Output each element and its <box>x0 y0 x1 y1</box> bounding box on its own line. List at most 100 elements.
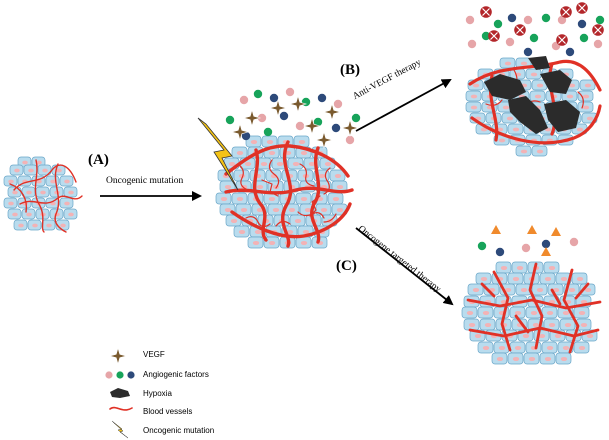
cell-nucleus <box>474 333 482 339</box>
angiogenic-factor <box>333 99 343 109</box>
vegf-icon <box>322 102 342 122</box>
cell-nucleus <box>548 265 556 271</box>
angiogenic-factor <box>465 15 475 25</box>
blood-vessel <box>480 282 496 298</box>
blood-vessel <box>468 59 602 92</box>
cell-nucleus <box>580 322 588 328</box>
arrow-c <box>355 227 454 306</box>
blood-vessel <box>528 262 544 350</box>
cell-nucleus <box>520 149 528 154</box>
legend-label-mutation: Oncogenic mutation <box>143 426 215 435</box>
blood-vessel <box>550 288 562 306</box>
cell-nucleus <box>500 265 508 271</box>
cell-nucleus <box>532 322 540 328</box>
cell-nucleus <box>26 190 32 195</box>
angiogenic-factor <box>269 93 279 103</box>
vegf-icon <box>268 98 288 118</box>
cell-nucleus <box>496 127 504 132</box>
cell-nucleus <box>244 161 252 167</box>
vegf-icon <box>288 94 308 114</box>
blood-vessel <box>268 159 280 189</box>
cell-nucleus <box>480 127 488 132</box>
vegf-icon <box>314 130 334 150</box>
blood-vessel-icon <box>109 406 133 411</box>
cell-nucleus <box>480 276 488 282</box>
cell-nucleus <box>300 150 308 156</box>
cell-nucleus <box>576 127 584 132</box>
cell-nucleus <box>50 179 56 184</box>
cell-nucleus <box>514 345 522 351</box>
cell-nucleus <box>544 356 552 362</box>
cell-nucleus <box>472 83 480 88</box>
blood-vessel <box>9 183 28 213</box>
cell-nucleus <box>502 105 510 110</box>
blood-vessels-vascularized-tumor <box>224 140 354 248</box>
angiogenic-factor <box>116 371 124 379</box>
cell-nucleus <box>18 223 24 228</box>
cell-nucleus <box>548 322 556 328</box>
cell-nucleus <box>568 287 576 293</box>
angiogenic-factor <box>507 13 517 23</box>
cell-nucleus <box>300 240 308 246</box>
cell-nucleus <box>466 310 474 316</box>
step-c-label: (C) <box>336 258 357 274</box>
cell-nucleus <box>580 299 588 305</box>
cell-nucleus <box>498 138 506 143</box>
cell-nucleus <box>8 179 14 184</box>
angiogenic-factor <box>541 13 551 23</box>
blood-vessel <box>309 195 321 217</box>
cell-nucleus <box>8 201 14 206</box>
vegf-inhibitor-icon <box>480 6 492 18</box>
legend-label-hypoxia: Hypoxia <box>143 389 172 398</box>
vegf-icon <box>108 346 128 366</box>
cell-nucleus <box>224 207 232 213</box>
cell-nucleus <box>470 105 478 110</box>
blood-vessel <box>252 148 268 242</box>
cell-nucleus <box>64 179 70 184</box>
oncogenic-mutation-bolt-icon <box>197 117 239 191</box>
angiogenic-factor <box>495 247 505 257</box>
cell-nucleus <box>60 223 66 228</box>
hypoxia-regions <box>484 56 580 134</box>
cell-nucleus <box>268 196 276 202</box>
cell-nucleus <box>68 212 74 217</box>
cell-nucleus <box>12 212 18 217</box>
blood-vessel <box>466 298 602 310</box>
legend-label-vessels: Blood vessels <box>143 407 193 416</box>
cell-nucleus <box>544 276 552 282</box>
cell-nucleus <box>260 161 268 167</box>
lightning-bolt <box>197 117 239 191</box>
cell-nucleus <box>268 240 276 246</box>
angiogenic-factor <box>225 115 235 125</box>
normalized-tumor <box>461 261 598 365</box>
cell-nucleus <box>276 161 284 167</box>
cell-nucleus <box>512 127 520 132</box>
blood-vessel <box>514 314 530 334</box>
hypoxia-region <box>508 96 548 134</box>
vegf-icon <box>302 116 322 136</box>
residual-factor <box>551 227 561 236</box>
cell-nucleus <box>520 287 528 293</box>
cell-nucleus <box>582 94 590 99</box>
angiogenic-factor <box>529 33 539 43</box>
angiogenic-factor <box>239 95 249 105</box>
cell-nucleus <box>504 61 512 66</box>
cell-nucleus <box>236 150 244 156</box>
residual-factor <box>541 247 551 256</box>
cell-nucleus <box>42 168 48 173</box>
cell-nucleus <box>516 265 524 271</box>
cell-nucleus <box>504 287 512 293</box>
cell-nucleus <box>536 287 544 293</box>
cell-nucleus <box>562 345 570 351</box>
cell-nucleus <box>582 105 590 110</box>
blood-vessels-hypoxic-tumor <box>468 59 602 145</box>
cell-nucleus <box>40 190 46 195</box>
cell-nucleus <box>240 207 248 213</box>
blood-vessel <box>485 99 503 106</box>
angiogenic-factor <box>541 239 551 249</box>
cell-nucleus <box>536 149 544 154</box>
arrow-b <box>355 79 452 132</box>
cell-nucleus <box>268 150 276 156</box>
angiogenic-factor <box>505 37 515 47</box>
cell-nucleus <box>562 310 570 316</box>
